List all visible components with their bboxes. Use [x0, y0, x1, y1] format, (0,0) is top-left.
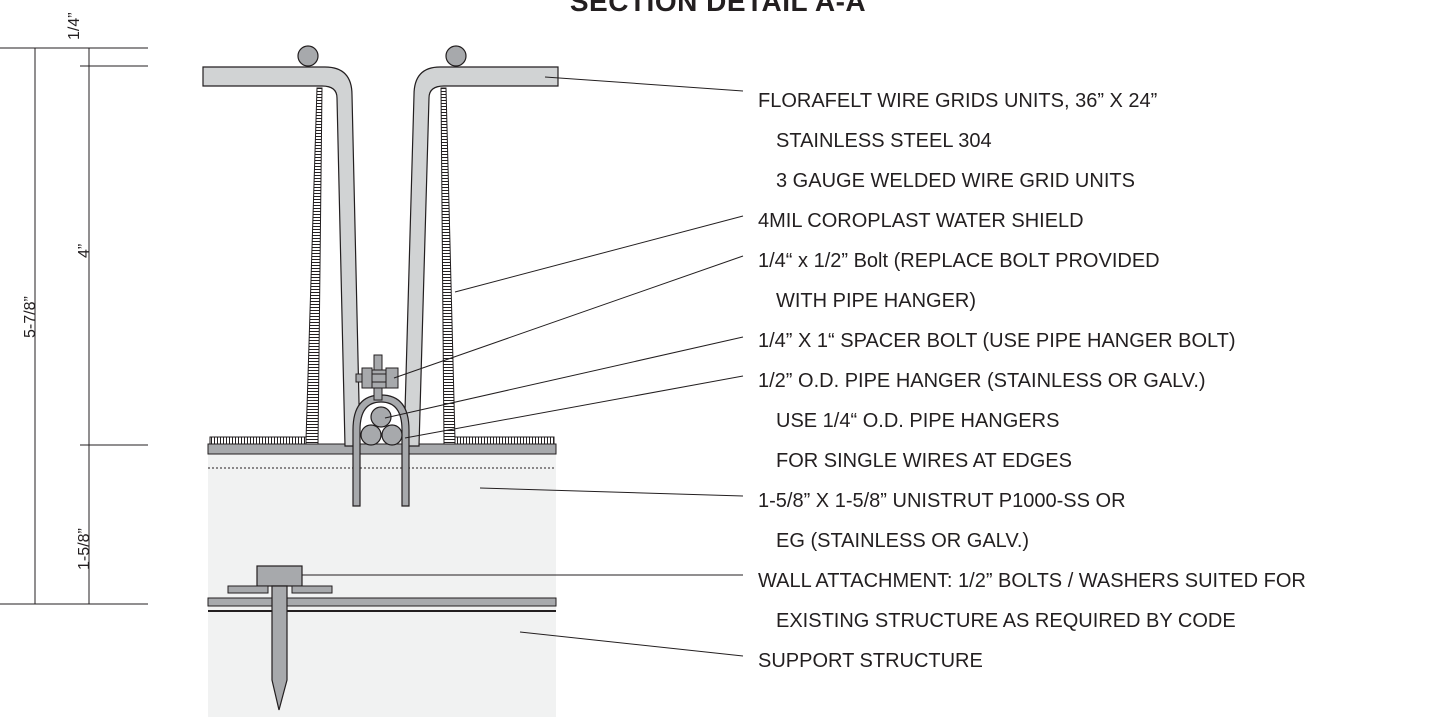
washer-left: [227, 585, 269, 594]
callout-pipe-hanger: 1/2” O.D. PIPE HANGER (STAINLESS OR GALV…: [758, 370, 1206, 392]
left-wire-grid: [203, 67, 358, 444]
left-grid-top-bar: [202, 66, 361, 447]
dim-grid: 4”: [76, 243, 93, 258]
wall-bolt-head: [256, 565, 303, 587]
water-shield-right: [440, 87, 456, 445]
water-shield-left: [305, 87, 323, 445]
dim-overall: 5-7/8”: [22, 296, 39, 338]
drawing-title: SECTION DETAIL A-A: [569, 0, 867, 17]
top-wire-left: [297, 45, 319, 67]
washer-right: [291, 585, 333, 594]
top-wire-right: [445, 45, 467, 67]
callout-stainless: STAINLESS STEEL 304: [776, 130, 992, 152]
unistrut-top-plate: [207, 443, 557, 455]
support-structure: [208, 599, 556, 717]
right-grid-top-bar: [403, 66, 559, 447]
wall-bolt-shaft: [271, 585, 288, 711]
callout-wall-attachment-cont: EXISTING STRUCTURE AS REQUIRED BY CODE: [776, 610, 1236, 632]
callout-bolt: 1/4“ x 1/2” Bolt (REPLACE BOLT PROVIDED: [758, 250, 1160, 272]
hanger-wire-right: [381, 424, 403, 446]
dimension-lines: [0, 47, 148, 605]
callout-unistrut-cont: EG (STAINLESS OR GALV.): [776, 530, 1030, 552]
callout-gauge: 3 GAUGE WELDED WIRE GRID UNITS: [776, 170, 1135, 192]
callout-florafelt: FLORAFELT WIRE GRIDS UNITS, 36” X 24”: [758, 90, 1158, 112]
callout-pipe-hanger-3: FOR SINGLE WIRES AT EDGES: [776, 450, 1072, 472]
water-shield-right-base: [451, 436, 555, 445]
hanger-wire-left: [360, 424, 382, 446]
callout-support-structure: SUPPORT STRUCTURE: [758, 650, 983, 672]
dim-strut: 1-5/8”: [76, 528, 93, 570]
callout-coroplast: 4MIL COROPLAST WATER SHIELD: [758, 210, 1084, 232]
dim-top: 1/4”: [66, 12, 83, 40]
callout-pipe-hanger-2: USE 1/4“ O.D. PIPE HANGERS: [776, 410, 1060, 432]
pipe-hanger: [352, 394, 410, 507]
leader-lines: [302, 76, 744, 657]
water-shield-left-base: [209, 436, 309, 445]
callout-wall-attachment: WALL ATTACHMENT: 1/2” BOLTS / WASHERS SU…: [758, 570, 1306, 592]
callout-unistrut: 1-5/8” X 1-5/8” UNISTRUT P1000-SS OR: [758, 490, 1126, 512]
callout-bolt-cont: WITH PIPE HANGER): [776, 290, 977, 312]
support-plate: [207, 597, 557, 607]
callout-spacer-bolt: 1/4” X 1“ SPACER BOLT (USE PIPE HANGER B…: [758, 330, 1236, 352]
